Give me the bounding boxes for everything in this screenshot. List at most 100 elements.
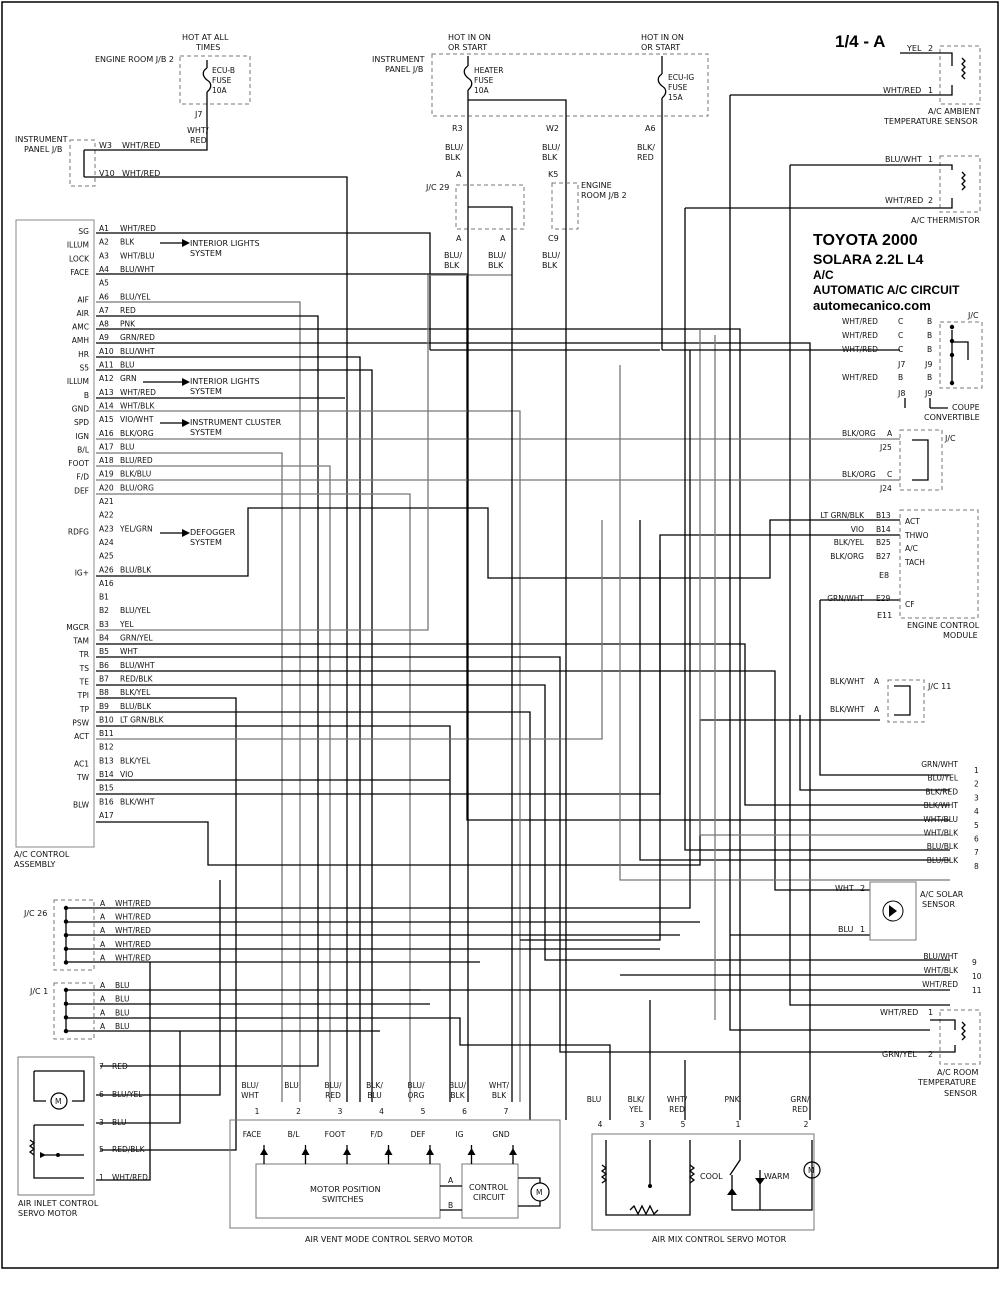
svg-text:CIRCUIT: CIRCUIT <box>473 1193 505 1202</box>
vent-terminal-label: FACE <box>243 1130 262 1139</box>
ac-ambient-sensor: YEL 2 WHT/RED 1 A/C AMBIENT TEMPERATURE … <box>730 44 981 126</box>
jc-top-wire-label: WHT/RED <box>842 373 878 382</box>
jc26-wire-label: WHT/RED <box>115 953 151 962</box>
ac-control-func-label: TS <box>79 664 90 673</box>
numbered2-wire-label: BLU/WHT <box>923 952 958 961</box>
svg-text:CONTROL: CONTROL <box>469 1183 509 1192</box>
inlet-wire-label: BLU <box>112 1118 126 1127</box>
svg-text:WHT/RED: WHT/RED <box>885 196 923 205</box>
ac-control-pin-label: B3 <box>99 620 109 629</box>
mix-wire-label: GRN/ <box>790 1095 810 1104</box>
ac-control-wire-label: VIO <box>120 770 133 779</box>
svg-text:A: A <box>456 234 462 243</box>
splice-dot <box>949 324 955 330</box>
svg-text:COUPE: COUPE <box>952 403 980 412</box>
page-id: 1/4 - A <box>835 32 885 51</box>
ecm-terminal-label: CF <box>905 600 915 609</box>
numbered-index-label: 4 <box>974 807 979 816</box>
svg-text:YEL: YEL <box>906 44 922 53</box>
ac-control-wire-label: BLU/WHT <box>120 661 155 670</box>
jc11-wire-label: BLK/WHT <box>830 677 865 686</box>
ac-control-pin-label: B6 <box>99 661 109 670</box>
jc-top-c1-label: C <box>898 345 903 354</box>
jc26: J/C 26 <box>23 899 95 971</box>
ac-control-wire-label: BLU/BLK <box>120 565 152 574</box>
svg-text:HEATER: HEATER <box>474 66 503 75</box>
ac-control-func-label: AIR <box>76 309 89 318</box>
jc-mid-pin-label: C <box>887 470 892 479</box>
jc1-wire-label: BLU <box>115 1022 129 1031</box>
jc26-pin-label: A <box>100 913 106 922</box>
ac-control-func-label: PSW <box>72 718 89 727</box>
title-line-4: AUTOMATIC A/C CIRCUIT <box>813 283 960 297</box>
ac-control-func-label: DEF <box>74 486 89 495</box>
ecm-wire-label: BLK/YEL <box>834 538 865 547</box>
svg-text:BLK: BLK <box>488 261 504 270</box>
ac-control-wire-label: YEL/GRN <box>119 524 153 533</box>
numbered-wire-label: WHT/BLU <box>923 815 958 824</box>
ac-control-func-label: ILLUM <box>67 377 89 386</box>
jc-top-c2-label: B <box>927 373 932 382</box>
svg-text:WHT: WHT <box>835 884 854 893</box>
numbered-wire-label: BLK/WHT <box>924 801 959 810</box>
vent-wire-label: ORG <box>408 1091 425 1100</box>
svg-text:J7: J7 <box>194 110 202 119</box>
air-mix-servo: AIR MIX CONTROL SERVO MOTOR COOL WARM M <box>591 1133 821 1244</box>
svg-text:CONVERTIBLE: CONVERTIBLE <box>924 413 980 422</box>
ac-control-pin-label: A24 <box>99 538 114 547</box>
ac-control-pin-label: B2 <box>99 606 109 615</box>
vent-diode-icon <box>426 1148 434 1155</box>
splice-dot <box>63 905 69 911</box>
svg-text:C9: C9 <box>548 234 559 243</box>
svg-text:BLU/: BLU/ <box>488 251 506 260</box>
ac-control-wire-label: BLU/WHT <box>120 265 155 274</box>
ac-control-wire-label: BLU/BLK <box>120 702 152 711</box>
jc1-wire-label: BLU <box>115 1008 129 1017</box>
ac-control-pin-label: A6 <box>99 292 109 301</box>
ecm-pin-label: B13 <box>876 511 891 520</box>
jc-top-wire-label: WHT/RED <box>842 345 878 354</box>
vent-pin-label: 5 <box>421 1107 426 1116</box>
svg-text:MOTOR POSITION: MOTOR POSITION <box>310 1185 381 1194</box>
ac-control-pin-label: A12 <box>99 374 114 383</box>
vent-pin-label: 3 <box>338 1107 343 1116</box>
mix-pin-label: 1 <box>736 1120 741 1129</box>
svg-text:OR START: OR START <box>448 43 487 52</box>
jc-mid-pin-label: A <box>887 429 893 438</box>
vent-diode-icon <box>509 1148 517 1155</box>
inlet-pin-label: 3 <box>99 1118 104 1127</box>
splice-dot <box>63 1028 69 1034</box>
ac-control-wire-label: GRN/RED <box>120 333 155 342</box>
ac-control-wire-label: BLU/ORG <box>120 483 154 492</box>
jc-top-c1-label: C <box>898 317 903 326</box>
splice-dot <box>63 933 69 938</box>
ac-control-pin-label: A8 <box>99 320 109 329</box>
splice-dot <box>63 987 69 993</box>
numbered2-index-label: 11 <box>972 986 982 995</box>
inlet-pin-label: 7 <box>99 1062 104 1071</box>
svg-text:J8: J8 <box>897 389 905 398</box>
ecm-pin-label: E29 <box>876 594 891 603</box>
jc1-wire-label: BLU <box>115 995 129 1004</box>
jc11-pin-label: A <box>874 705 880 714</box>
svg-text:INTERIOR LIGHTS: INTERIOR LIGHTS <box>190 377 260 386</box>
ecm-terminal-label: ACT <box>905 517 920 526</box>
svg-text:1: 1 <box>928 1008 933 1017</box>
ac-control-wire-label: BLU/RED <box>120 456 153 465</box>
ac-control-func-label: GND <box>72 404 89 413</box>
ac-control-func-label: TR <box>78 650 89 659</box>
svg-text:K5: K5 <box>548 170 558 179</box>
ac-control-wire-label: RED/BLK <box>120 674 154 683</box>
vent-pin-label: 6 <box>462 1107 467 1116</box>
jc1-wire-label: BLU <box>115 981 129 990</box>
title-line-2: SOLARA 2.2L L4 <box>813 251 924 267</box>
svg-text:SENSOR: SENSOR <box>944 1089 977 1098</box>
svg-text:PANEL J/B: PANEL J/B <box>385 65 423 74</box>
vent-wire-label: RED <box>325 1091 341 1100</box>
ac-thermistor: BLU/WHT 1 WHT/RED 2 A/C THERMISTOR <box>685 155 981 225</box>
inlet-resistor <box>28 1139 36 1156</box>
ac-control-func-label: RDFG <box>68 527 89 536</box>
